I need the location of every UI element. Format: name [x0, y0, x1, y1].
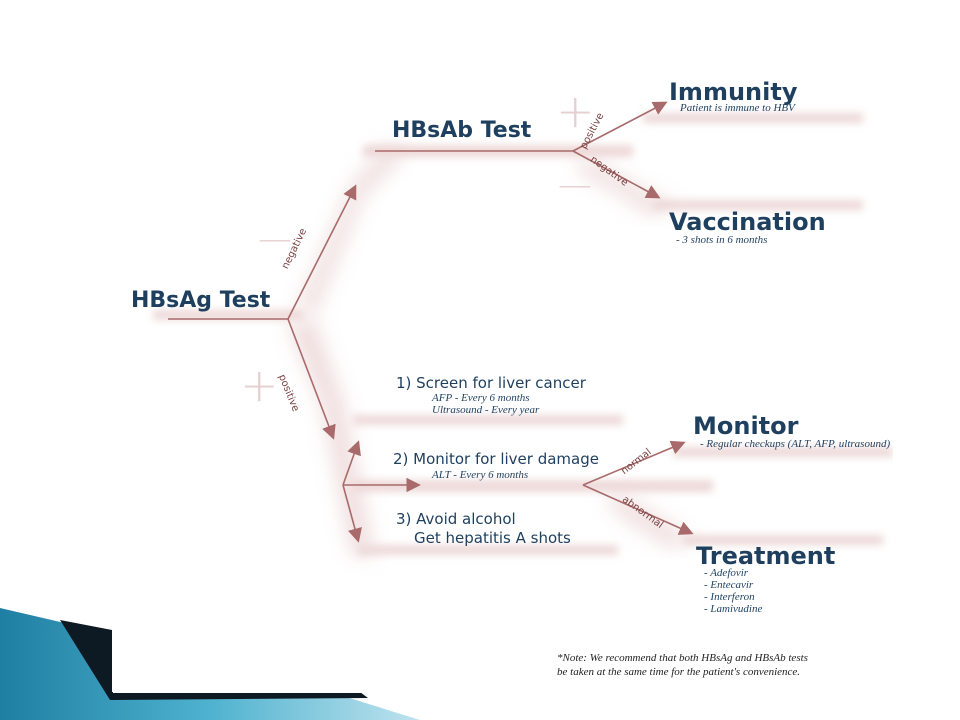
step-screen-liver-cancer: 1) Screen for liver cancer — [396, 374, 586, 392]
step1-note-afp: AFP - Every 6 months — [432, 392, 530, 404]
treatment-item-adefovir: - Adefovir — [704, 567, 749, 579]
vaccination-node: Vaccination — [669, 208, 826, 236]
minus-sign-negative-2: — — [558, 165, 592, 205]
step2-note-alt: ALT - Every 6 months — [432, 469, 529, 481]
step-hepatitis-a-shots: Get hepatitis A shots — [414, 529, 571, 547]
hbsab-test-node: HBsAb Test — [392, 118, 532, 143]
plus-sign-positive-1: + — [240, 358, 279, 412]
flowchart — [113, 45, 893, 693]
monitor-node: Monitor — [693, 412, 799, 440]
immunity-node: Immunity — [669, 78, 798, 106]
hbsag-test-node: HBsAg Test — [131, 288, 271, 313]
immunity-note: Patient is immune to HBV — [680, 102, 795, 114]
footnote-line-2: be taken at the same time for the patien… — [557, 666, 801, 678]
vaccination-note: - 3 shots in 6 months — [676, 234, 768, 246]
treatment-item-entecavir: - Entecavir — [704, 579, 754, 591]
step1-note-ultrasound: Ultrasound - Every year — [432, 404, 540, 416]
footnote-line-1: *Note: We recommend that both HBsAg and … — [557, 652, 808, 664]
step-monitor-liver-damage: 2) Monitor for liver damage — [393, 450, 599, 468]
treatment-node: Treatment — [696, 542, 836, 570]
monitor-note: - Regular checkups (ALT, AFP, ultrasound… — [700, 438, 891, 450]
plus-sign-positive-2: + — [556, 84, 595, 138]
treatment-item-interferon: - Interferon — [704, 591, 755, 603]
step-avoid-alcohol: 3) Avoid alcohol — [396, 510, 516, 528]
minus-sign-negative-1: — — [258, 219, 292, 259]
treatment-item-lamivudine: - Lamivudine — [704, 603, 763, 615]
branch-lines — [168, 101, 694, 543]
